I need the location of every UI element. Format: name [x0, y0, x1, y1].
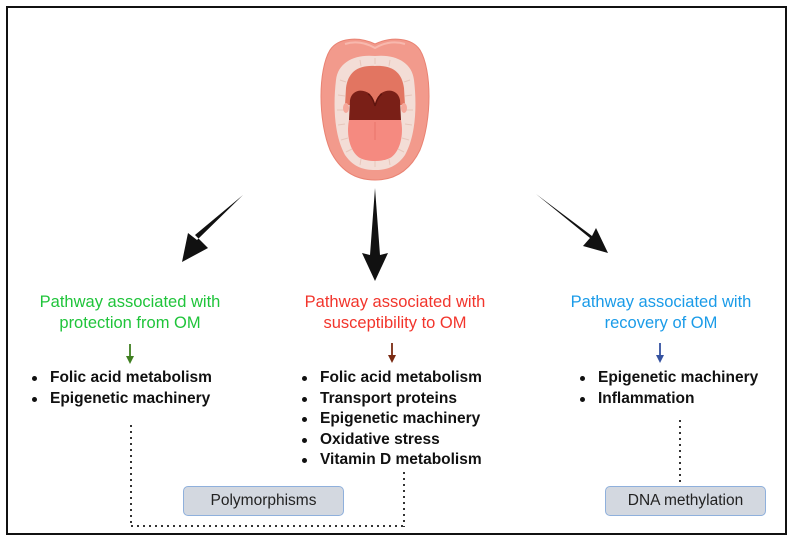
arrow-to-susceptibility-icon	[362, 188, 388, 281]
list-item: Folic acid metabolism	[30, 368, 212, 389]
pathway-recovery-list: Epigenetic machinery Inflammation	[578, 368, 758, 409]
pathway-protection-title-line1: Pathway associated with	[39, 293, 221, 311]
pathway-susceptibility-title-line2: susceptibility to OM	[323, 314, 467, 332]
pathway-protection-list: Folic acid metabolism Epigenetic machine…	[30, 368, 212, 409]
arrow-to-protection-icon	[182, 195, 243, 262]
dna-methylation-label: DNA methylation	[627, 492, 744, 509]
pathway-recovery-title-line2: recovery of OM	[604, 314, 718, 332]
dotted-connectors	[130, 420, 681, 527]
list-item: Inflammation	[578, 389, 758, 410]
list-item: Oxidative stress	[300, 430, 482, 451]
pathway-susceptibility-title: Pathway associated with susceptibility t…	[282, 292, 508, 334]
list-item: Vitamin D metabolism	[300, 450, 482, 471]
small-arrow-blue-icon	[656, 343, 664, 363]
polymorphisms-label: Polymorphisms	[210, 492, 317, 509]
dna-methylation-box: DNA methylation	[605, 486, 766, 516]
pathway-protection-title: Pathway associated with protection from …	[20, 292, 240, 334]
list-item: Epigenetic machinery	[300, 409, 482, 430]
arrow-to-recovery-icon	[536, 194, 608, 253]
list-item: Folic acid metabolism	[300, 368, 482, 389]
pathway-recovery-title: Pathway associated with recovery of OM	[548, 292, 774, 334]
small-arrow-green-icon	[126, 344, 134, 364]
pathway-protection-title-line2: protection from OM	[59, 314, 201, 332]
list-item: Epigenetic machinery	[578, 368, 758, 389]
small-arrow-brown-icon	[388, 343, 396, 363]
open-mouth-icon	[320, 38, 430, 181]
pathway-susceptibility-list: Folic acid metabolism Transport proteins…	[300, 368, 482, 471]
pathway-susceptibility-title-line1: Pathway associated with	[304, 293, 486, 311]
pathway-recovery-title-line1: Pathway associated with	[570, 293, 752, 311]
polymorphisms-box: Polymorphisms	[183, 486, 344, 516]
list-item: Epigenetic machinery	[30, 389, 212, 410]
list-item: Transport proteins	[300, 389, 482, 410]
